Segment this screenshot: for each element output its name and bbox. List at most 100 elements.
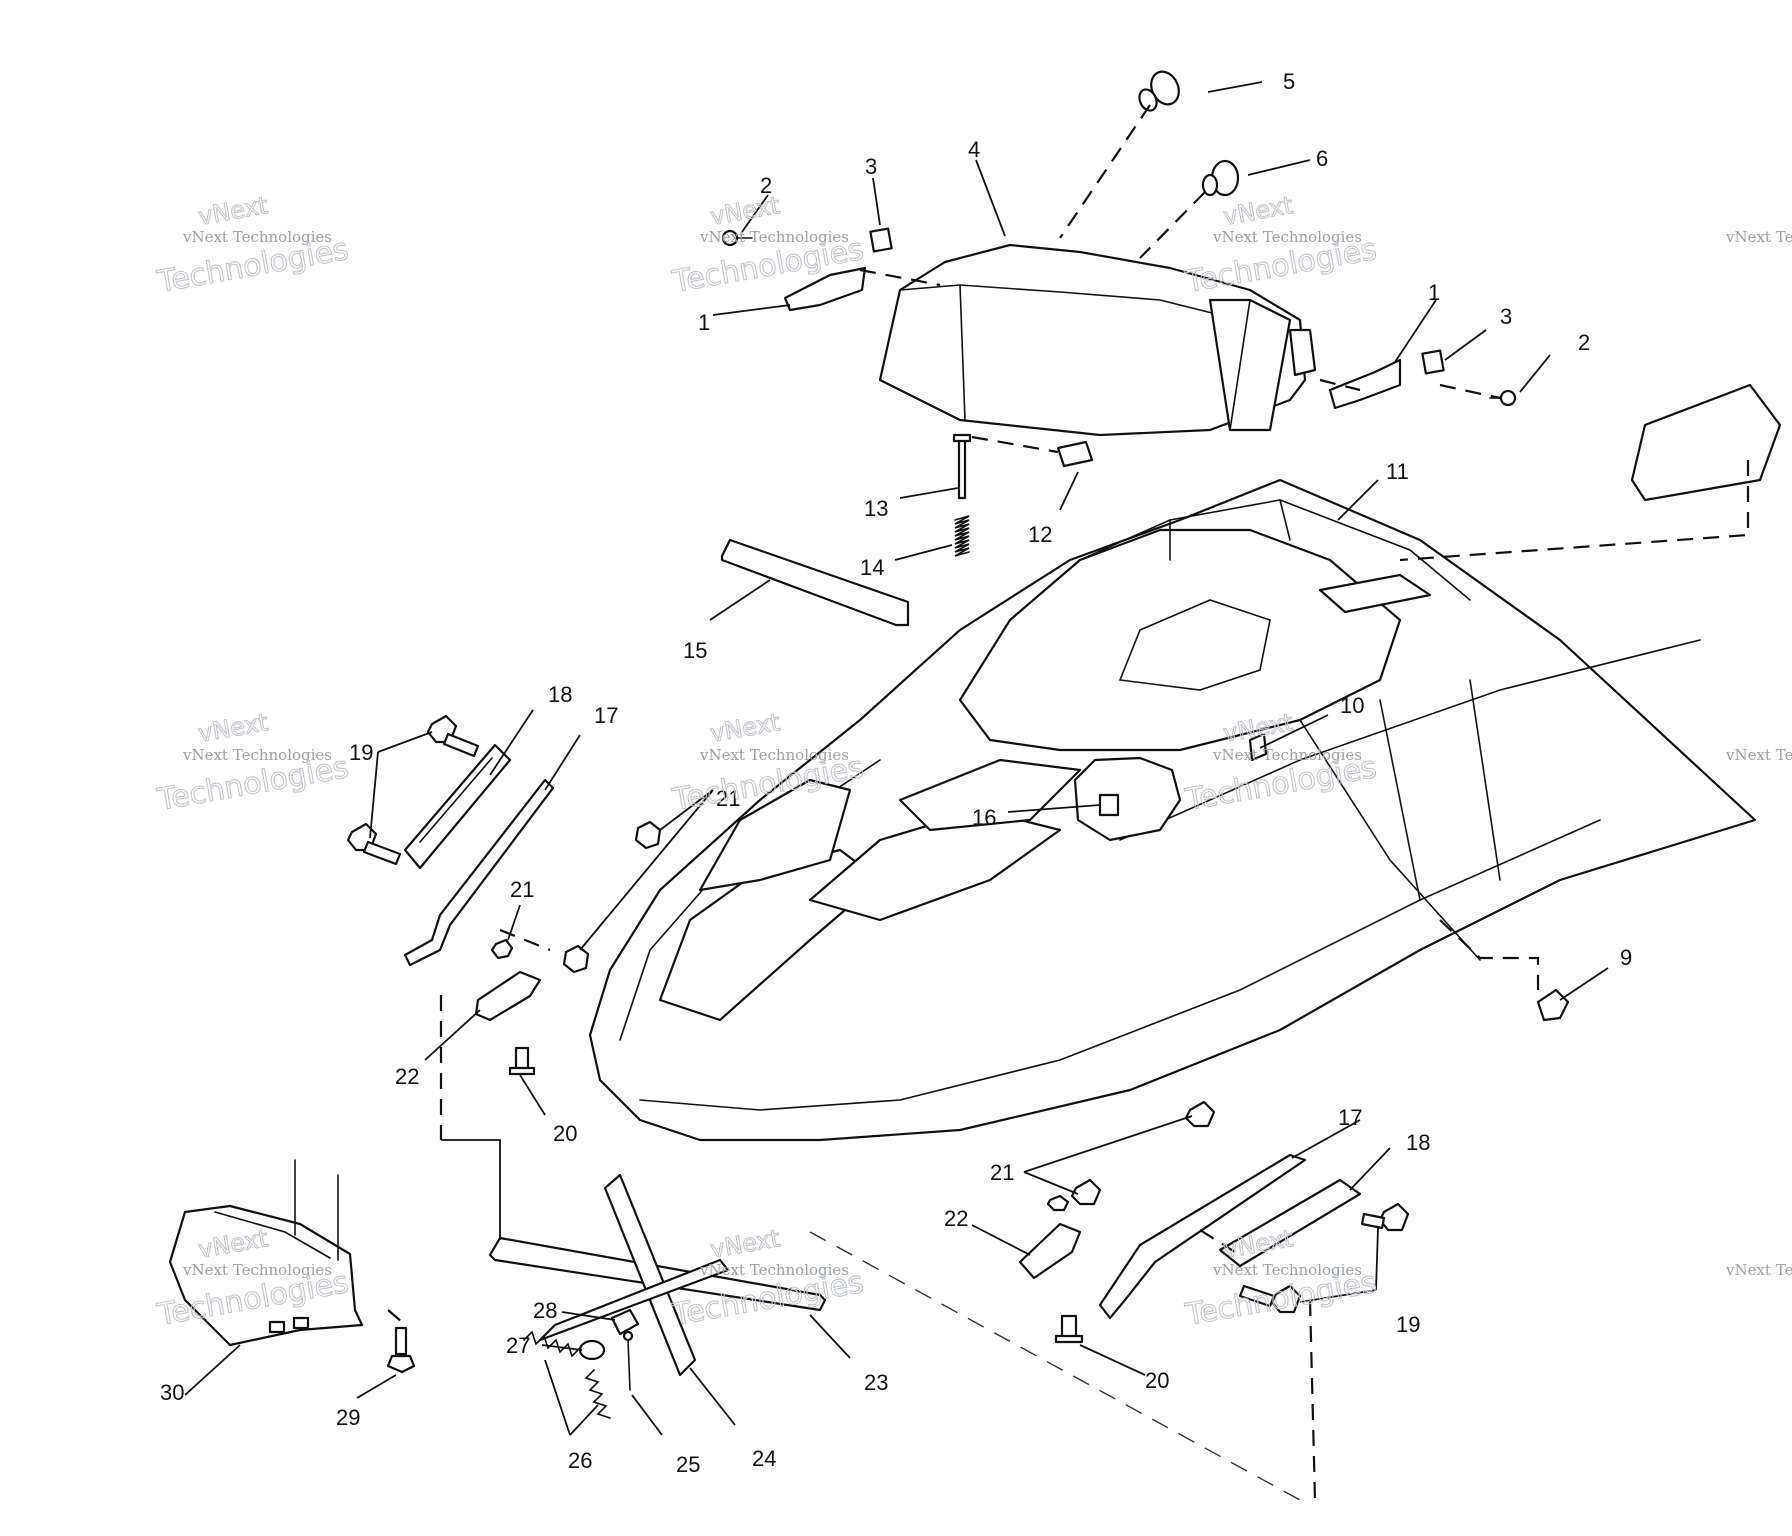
- nut-right-part-21b: [1070, 1178, 1102, 1206]
- callout-22: 22: [944, 1206, 968, 1231]
- nut-left-part-21c: [562, 944, 590, 974]
- callout-21: 21: [716, 786, 740, 811]
- pin-part-13: [952, 433, 972, 500]
- callout-12: 12: [1028, 522, 1052, 547]
- callout-15: 15: [683, 638, 707, 663]
- watermark-block-12: vNext Technologies: [1725, 1261, 1792, 1279]
- svg-text:vNext Technologies: vNext Technologies: [1212, 1261, 1362, 1279]
- svg-text:vNext: vNext: [1221, 191, 1295, 231]
- callout-9: 9: [1620, 945, 1632, 970]
- callout-6: 6: [1316, 146, 1328, 171]
- callout-10: 10: [1340, 693, 1364, 718]
- bolt-right-top-part-19: [1360, 1202, 1410, 1232]
- screw-part-29: [386, 1326, 416, 1374]
- callout-2: 2: [1578, 330, 1590, 355]
- callout-21: 21: [510, 877, 534, 902]
- svg-text:vNext Technologies: vNext Technologies: [699, 228, 849, 246]
- callout-14: 14: [860, 555, 884, 580]
- svg-text:vNext Technologies: vNext Technologies: [1725, 1261, 1792, 1279]
- foam-strip-part-15: [720, 538, 910, 627]
- svg-text:vNext Technologies: vNext Technologies: [1725, 228, 1792, 246]
- callout-27: 27: [506, 1333, 530, 1358]
- bolt-left-top-part-19: [426, 714, 480, 758]
- leader-lines: [184, 81, 1609, 1436]
- watermark-block-11: vNext vNext Technologies Technologies: [1182, 1224, 1380, 1334]
- bolt-left-bottom-part-19: [346, 822, 402, 866]
- watermark-block-4: vNext Technologies: [1725, 228, 1792, 246]
- callout-5: 5: [1283, 69, 1295, 94]
- clip-part-16: [1073, 756, 1182, 842]
- svg-text:vNext: vNext: [708, 191, 782, 231]
- callout-19: 19: [1396, 1312, 1420, 1337]
- bulb-part-6: [1201, 159, 1240, 197]
- dashed-guides: [387, 104, 1750, 1501]
- windshield-right-piece: [1630, 383, 1782, 502]
- callout-25: 25: [676, 1452, 700, 1477]
- callout-labels: 5 6 4 3 2 1 1 3 2 13 12 11 14 15 18 17 1…: [160, 69, 1632, 1477]
- svg-text:vNext: vNext: [196, 708, 270, 748]
- bracket-part-28: [610, 1308, 640, 1336]
- headlight-bracket-right-part-1: [1328, 358, 1402, 410]
- clip-part-12: [1056, 440, 1094, 468]
- hood-support-leg-part-24: [538, 1173, 730, 1377]
- callout-29: 29: [336, 1405, 360, 1430]
- svg-text:vNext Technologies: vNext Technologies: [1212, 746, 1362, 764]
- svg-text:vNext Technologies: vNext Technologies: [699, 1261, 849, 1279]
- callout-28: 28: [533, 1298, 557, 1323]
- latch-left-part-22: [474, 970, 542, 1022]
- cotter-pin-part-25: [622, 1330, 634, 1391]
- nut-right-part-21a: [1184, 1100, 1216, 1128]
- springs-part-26: [523, 1330, 611, 1419]
- callout-13: 13: [864, 496, 888, 521]
- callout-16: 16: [972, 805, 996, 830]
- retainer-part-9: [1536, 988, 1570, 1022]
- svg-text:vNext Technologies: vNext Technologies: [1212, 228, 1362, 246]
- bolt-right-bottom-part-19: [1238, 1284, 1302, 1314]
- svg-text:vNext Technologies: vNext Technologies: [699, 746, 849, 764]
- headlight-assembly-part-4: [878, 243, 1317, 437]
- bulb-part-5: [1138, 70, 1180, 112]
- watermark-block-5: vNext vNext Technologies Technologies: [154, 708, 352, 819]
- svg-text:vNext Technologies: vNext Technologies: [182, 1261, 332, 1279]
- callout-11: 11: [1386, 459, 1409, 484]
- front-bumper-part-30: [168, 1159, 364, 1347]
- washer-part-27: [578, 1339, 606, 1361]
- watermark-block-8: vNext Technologies: [1725, 746, 1792, 764]
- callout-2: 2: [760, 173, 772, 198]
- callout-17: 17: [1338, 1105, 1362, 1130]
- callout-19: 19: [349, 740, 373, 765]
- hinge-arm-left-part-17: [403, 778, 555, 967]
- nut-right-part-21c: [1046, 1194, 1070, 1212]
- nut-left-part-21a: [634, 820, 662, 850]
- svg-text:vNext: vNext: [708, 1224, 782, 1264]
- svg-text:vNext Technologies: vNext Technologies: [182, 746, 332, 764]
- watermark-block-1: vNext vNext Technologies Technologies: [154, 191, 352, 301]
- callout-18: 18: [1406, 1130, 1430, 1155]
- callout-17: 17: [594, 703, 618, 728]
- hinge-plate-right-part-18: [1218, 1178, 1362, 1268]
- screw-left-part-20: [508, 1046, 536, 1076]
- hood-decal-part-11: [1318, 573, 1432, 614]
- callout-3: 3: [1500, 304, 1512, 329]
- callout-30: 30: [160, 1380, 184, 1405]
- callout-4: 4: [968, 137, 980, 162]
- svg-text:vNext Technologies: vNext Technologies: [182, 228, 332, 246]
- svg-text:vNext: vNext: [196, 191, 270, 231]
- screw-left-part-2: [721, 229, 753, 247]
- speed-nut-right-part-3: [1421, 349, 1445, 375]
- nut-left-part-21b: [490, 938, 514, 960]
- callout-18: 18: [548, 682, 572, 707]
- svg-text:vNext Technologies: vNext Technologies: [1725, 746, 1792, 764]
- watermark-block-3: vNext vNext Technologies Technologies: [1182, 191, 1380, 301]
- speed-nut-left-part-3: [869, 227, 893, 253]
- callout-23: 23: [864, 1370, 888, 1395]
- hood-cockpit-recess: [958, 499, 1471, 752]
- callout-26: 26: [568, 1448, 592, 1473]
- hood-front-vents: [658, 758, 1082, 1022]
- callout-22: 22: [395, 1064, 419, 1089]
- callout-20: 20: [553, 1121, 577, 1146]
- svg-text:vNext: vNext: [708, 708, 782, 748]
- callout-3: 3: [865, 154, 877, 179]
- callout-20: 20: [1145, 1368, 1169, 1393]
